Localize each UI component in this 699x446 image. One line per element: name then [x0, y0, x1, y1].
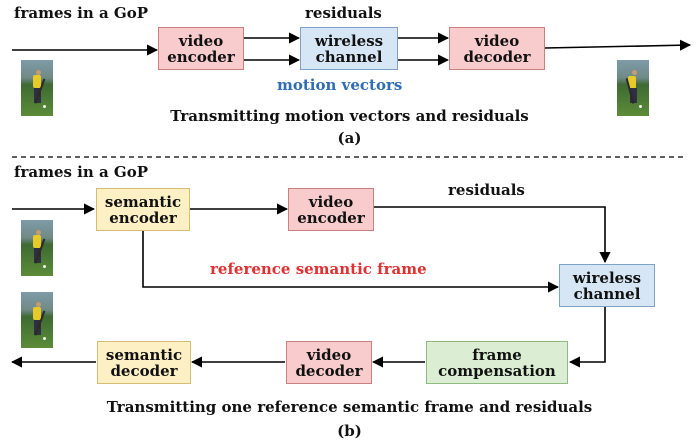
tag-b: (b)	[337, 422, 362, 440]
video-encoder-b-line2: encoder	[297, 208, 365, 227]
frame-compensation-box: frame compensation	[426, 341, 568, 384]
frame-compensation-line2: compensation	[438, 361, 556, 380]
video-encoder-box-b: video encoder	[288, 188, 374, 231]
frame-thumbnail-output-a	[617, 60, 649, 116]
frame-thumbnail-input-b2	[21, 292, 53, 348]
frame-thumbnail-input-a	[21, 60, 53, 116]
motion-vectors-label: motion vectors	[277, 76, 403, 94]
semantic-encoder-box: semantic encoder	[96, 188, 190, 231]
arrow-reference-to-channel	[142, 231, 560, 293]
frames-label-a: frames in a GoP	[14, 4, 149, 22]
wireless-channel-line2: channel	[315, 47, 383, 66]
frame-compensation-line1: frame	[472, 345, 522, 364]
video-decoder-line2: decoder	[463, 47, 531, 66]
semantic-encoder-line1: semantic	[104, 192, 182, 211]
video-encoder-b-line1: video	[308, 192, 354, 211]
video-encoder-line1: video	[178, 31, 224, 50]
wireless-channel-box-a: wireless channel	[300, 27, 398, 70]
arrow-residuals-to-channel	[374, 206, 611, 264]
video-decoder-box-b: video decoder	[286, 341, 372, 384]
residuals-label-b: residuals	[448, 181, 525, 199]
video-decoder-line1: video	[474, 31, 520, 50]
semantic-decoder-line1: semantic	[105, 345, 183, 364]
video-encoder-box-a: video encoder	[158, 27, 244, 70]
semantic-encoder-line2: encoder	[109, 208, 177, 227]
wireless-channel-b-line1: wireless	[572, 268, 642, 287]
residuals-label-a: residuals	[305, 4, 382, 22]
semantic-decoder-box: semantic decoder	[97, 341, 191, 384]
reference-semantic-frame-label: reference semantic frame	[210, 260, 427, 278]
semantic-decoder-line2: decoder	[110, 361, 178, 380]
video-decoder-b-line2: decoder	[295, 361, 363, 380]
video-decoder-box-a: video decoder	[449, 27, 545, 70]
caption-b: Transmitting one reference semantic fram…	[106, 398, 593, 416]
wireless-channel-line1: wireless	[314, 31, 384, 50]
frames-label-b: frames in a GoP	[14, 163, 149, 181]
video-decoder-b-line1: video	[306, 345, 352, 364]
arrow-channel-to-compensation	[568, 306, 606, 368]
video-encoder-line2: encoder	[167, 47, 235, 66]
wireless-channel-b-line2: channel	[573, 284, 641, 303]
caption-a: Transmitting motion vectors and residual…	[170, 107, 529, 125]
wireless-channel-box-b: wireless channel	[559, 264, 655, 307]
frame-thumbnail-input-b1	[21, 220, 53, 276]
tag-a: (a)	[337, 129, 362, 147]
arrow-output-a	[544, 39, 692, 51]
